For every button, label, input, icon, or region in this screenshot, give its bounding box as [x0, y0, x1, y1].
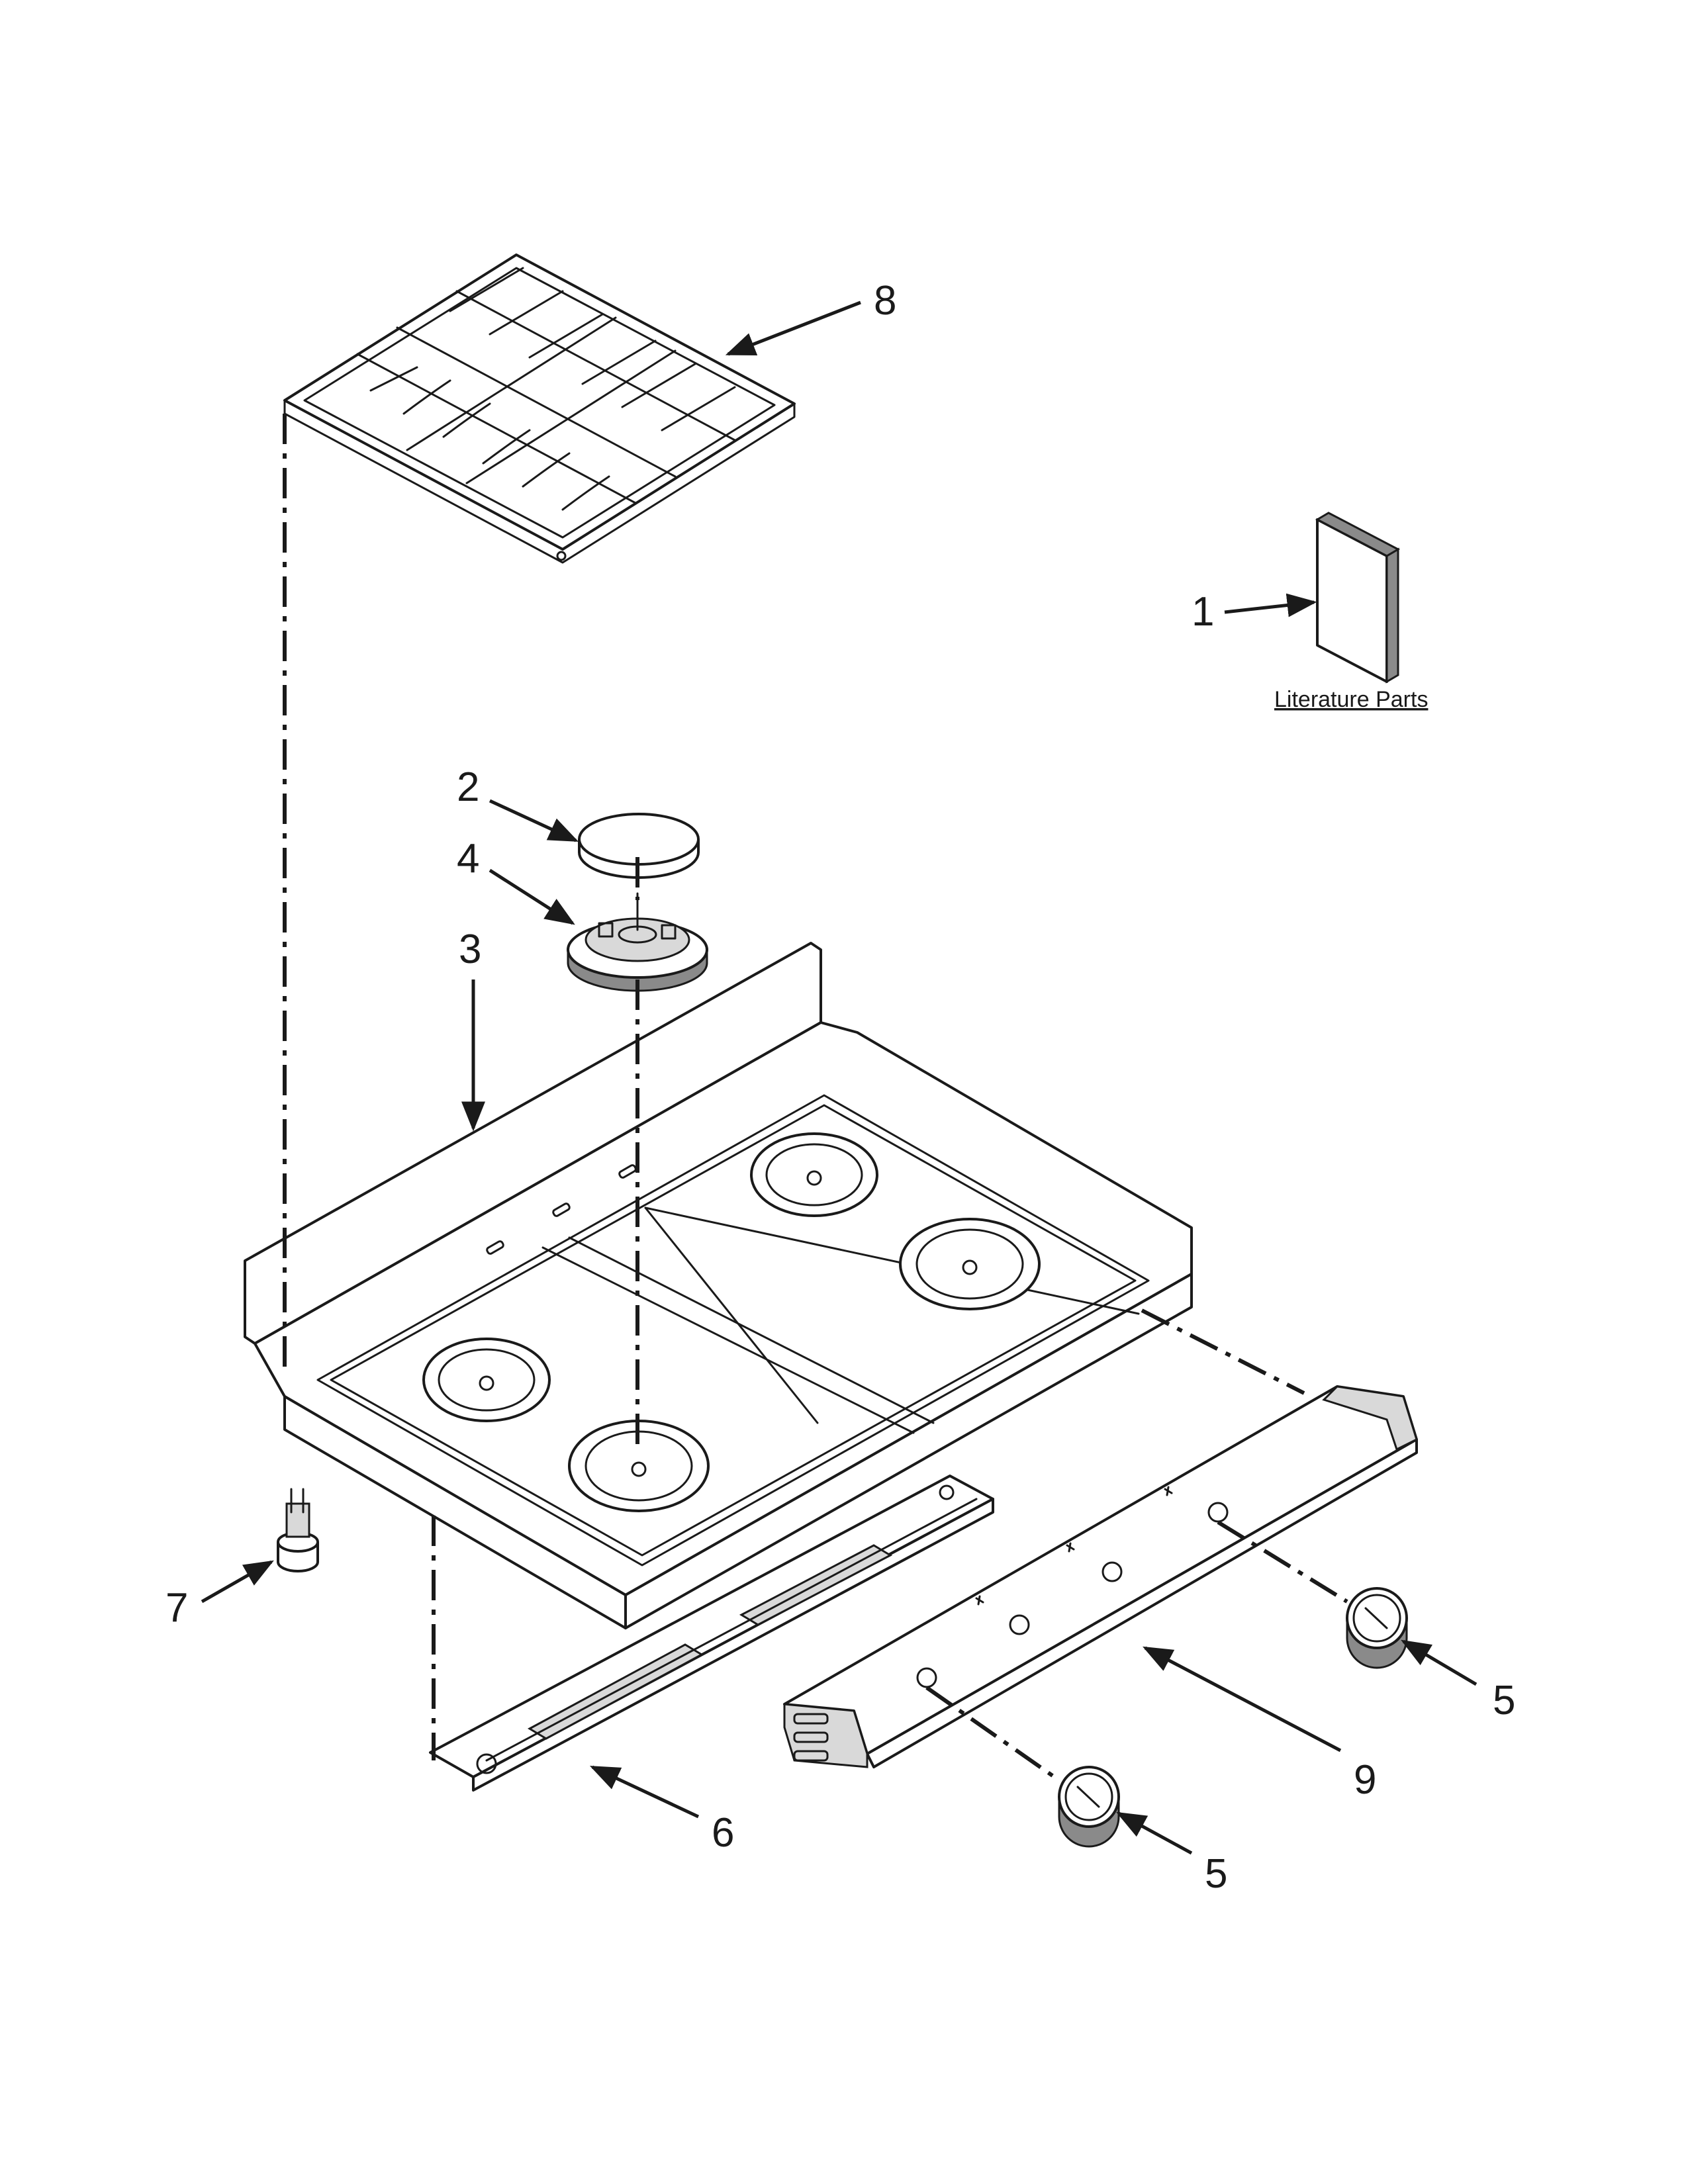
- callout-5-left: 5: [1205, 1851, 1227, 1897]
- burner-grate: [283, 253, 796, 564]
- assembly-lines: [283, 414, 1348, 1782]
- callout-1: 1: [1192, 589, 1214, 635]
- callout-2: 2: [457, 764, 479, 810]
- callout-8: 8: [874, 278, 896, 324]
- control-knob-right: [1346, 1587, 1408, 1669]
- callout-9: 9: [1354, 1757, 1376, 1803]
- control-knob-left: [1058, 1766, 1120, 1848]
- spark-switch: [277, 1488, 319, 1572]
- callout-5-right: 5: [1493, 1678, 1515, 1723]
- literature-parts-label: Literature Parts: [1274, 687, 1428, 712]
- manifold-bracket: [429, 1475, 994, 1792]
- leader-arrows: [201, 300, 1477, 1855]
- callout-7: 7: [165, 1585, 188, 1631]
- control-panel: [783, 1385, 1418, 1768]
- literature-booklet-icon: [1315, 512, 1401, 684]
- cooktop: [244, 942, 1193, 1629]
- burner-base: [567, 892, 708, 992]
- callout-6: 6: [712, 1810, 734, 1856]
- callout-3: 3: [459, 927, 481, 972]
- callout-4: 4: [457, 836, 479, 882]
